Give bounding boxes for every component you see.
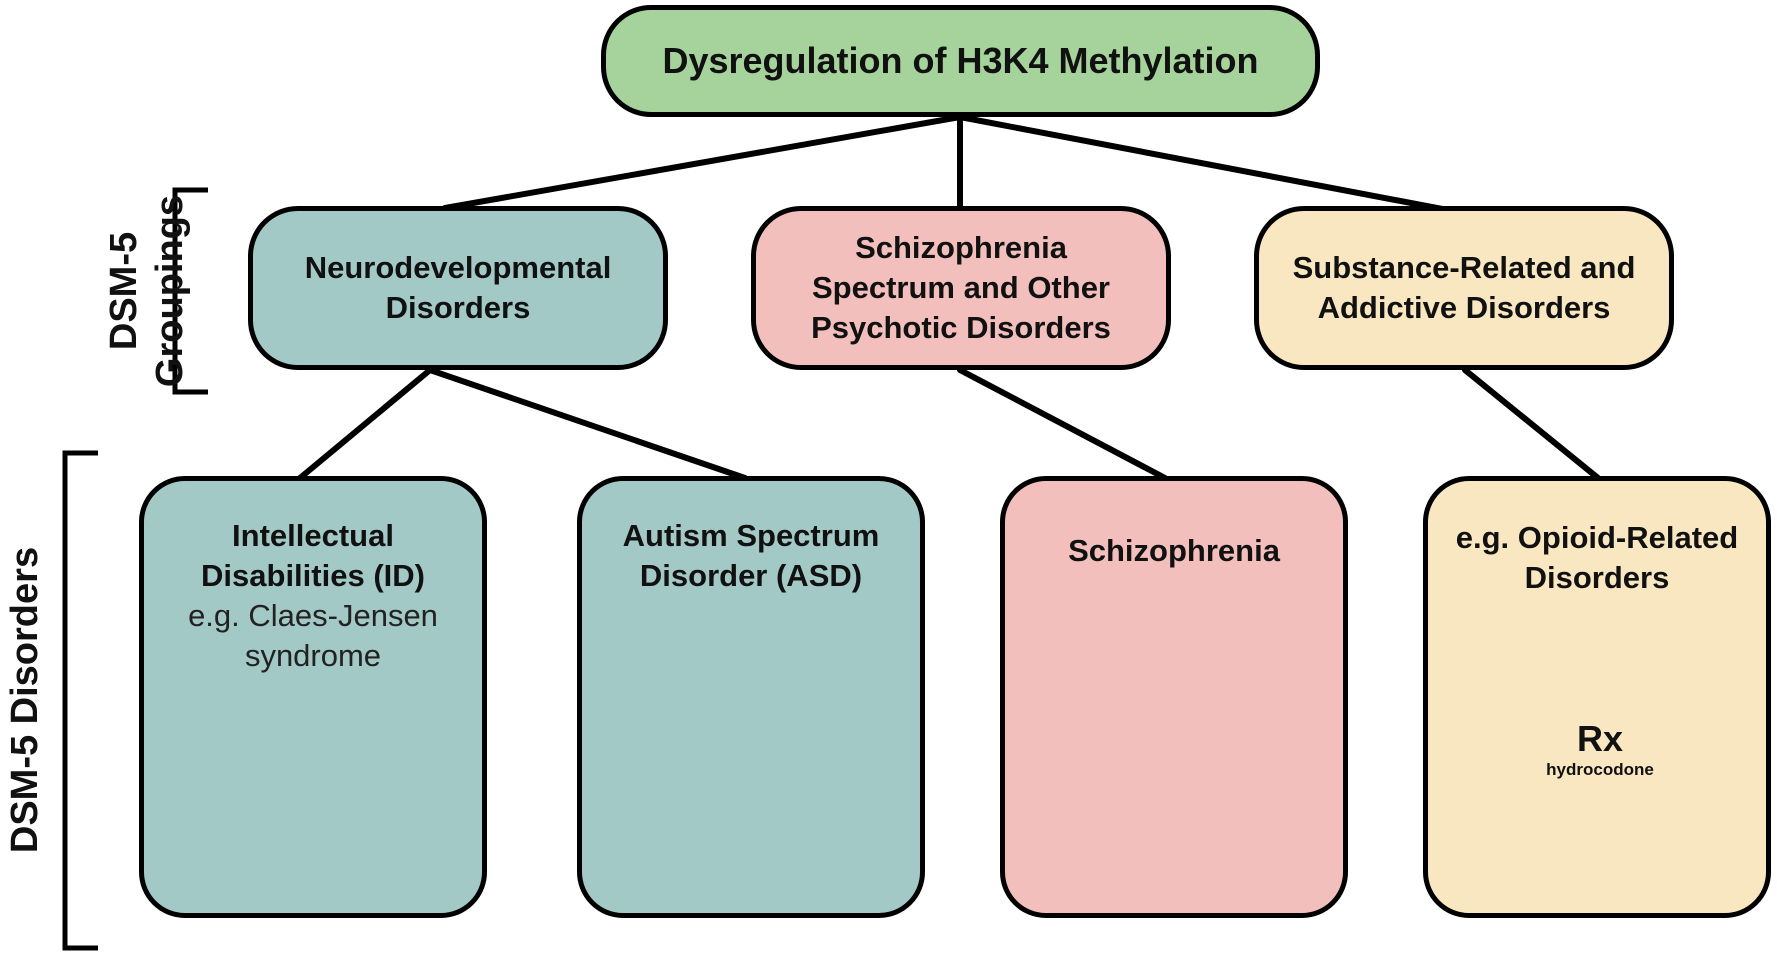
connector-neuro-id — [297, 367, 433, 481]
connector-schizo-schizophrenia — [957, 367, 1168, 481]
disorder-label-line1: e.g. Opioid-Related — [1455, 520, 1739, 555]
connector-neuro-asd — [427, 367, 748, 481]
grouping-label-line1: Schizophrenia — [855, 230, 1067, 265]
disorders-bracket — [62, 450, 98, 951]
disorder-label-line1: Autism Spectrum — [622, 518, 880, 553]
disorder-schizophrenia: Schizophrenia — [1000, 476, 1348, 918]
connector-root-neuro — [442, 114, 963, 211]
disorder-label-line2: Disorders — [1524, 560, 1670, 595]
connector-root-substance — [957, 114, 1461, 215]
drug-name-label: hydrocodone — [1546, 760, 1654, 779]
grouping-neurodevelopmental: Neurodevelopmental Disorders — [248, 206, 668, 370]
grouping-schizophrenia-spectrum: Schizophrenia Spectrum and Other Psychot… — [751, 206, 1171, 370]
disorder-example-line2: syndrome — [244, 638, 382, 673]
groupings-label-line2: Groupings — [149, 194, 191, 388]
disorders-side-label: DSM-5 Disorders — [4, 546, 46, 854]
disorder-intellectual-disabilities: Intellectual Disabilities (ID) e.g. Clae… — [139, 476, 487, 918]
grouping-substance-related: Substance-Related and Addictive Disorder… — [1254, 206, 1674, 370]
disorder-label-line1: Schizophrenia — [1068, 533, 1280, 568]
grouping-label-line1: Neurodevelopmental — [304, 250, 612, 285]
grouping-label-line2: Addictive Disorders — [1317, 290, 1611, 325]
root-label: Dysregulation of H3K4 Methylation — [662, 40, 1259, 81]
disorder-opioid-related: e.g. Opioid-Related Disorders — [1423, 476, 1771, 918]
grouping-label-line2: Spectrum and Other — [812, 270, 1110, 305]
disorder-autism-spectrum: Autism Spectrum Disorder (ASD) — [577, 476, 925, 918]
groupings-bracket — [172, 187, 208, 395]
disorder-label-line1: Intellectual — [232, 518, 394, 553]
groupings-side-label: DSM-5 Groupings — [101, 181, 193, 401]
disorder-label-line2: Disabilities (ID) — [201, 558, 425, 593]
rx-label: Rx — [1576, 718, 1624, 759]
grouping-label-line2: Disorders — [385, 290, 531, 325]
pill-bottle-label: Rx hydrocodone — [1524, 712, 1676, 812]
disorder-label-line2: Disorder (ASD) — [639, 558, 863, 593]
connector-substance-opioid — [1462, 367, 1601, 481]
grouping-label-line3: Psychotic Disorders — [811, 310, 1111, 345]
groupings-label-line1: DSM-5 — [103, 231, 145, 351]
disorder-example-line1: e.g. Claes-Jensen — [188, 598, 438, 633]
grouping-label-line1: Substance-Related and — [1292, 250, 1636, 285]
root-node: Dysregulation of H3K4 Methylation — [601, 5, 1320, 117]
